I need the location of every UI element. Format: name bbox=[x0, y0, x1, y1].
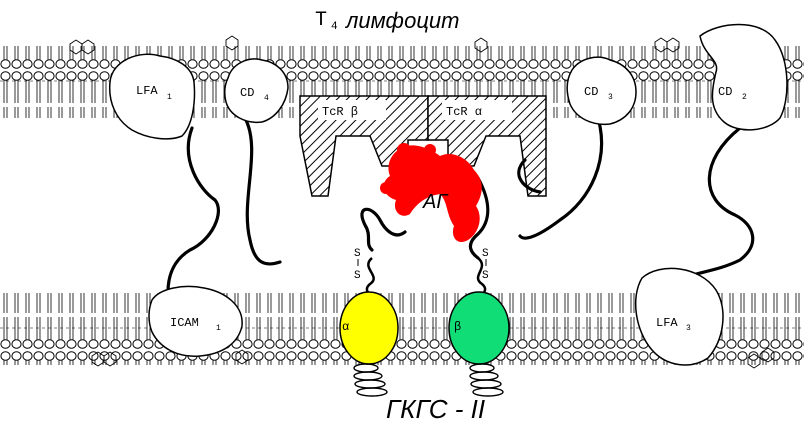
page-title: T 4 лимфоцит bbox=[315, 8, 459, 33]
tcr-alpha-chain bbox=[427, 95, 547, 197]
cd3-molecule: CD 3 bbox=[566, 56, 637, 126]
mhc-beta-label: β bbox=[454, 320, 461, 334]
cd4-molecule: CD 4 bbox=[223, 58, 289, 124]
lfa1-molecule: LFA 1 bbox=[108, 53, 196, 140]
antigen-peptide bbox=[380, 143, 482, 243]
lfa1-label: LFA bbox=[136, 84, 158, 98]
tcr-alpha-label: TcR α bbox=[446, 105, 482, 119]
cd3-label: CD bbox=[584, 85, 598, 99]
tcr-beta-label: TcR β bbox=[322, 105, 358, 119]
lfa3-label: LFA bbox=[656, 316, 678, 330]
cd2-molecule: CD 2 bbox=[699, 23, 788, 131]
tcr-complex: TcR β TcR α bbox=[299, 95, 547, 197]
icam1-label: ICAM bbox=[170, 316, 199, 330]
title-text: лимфоцит bbox=[344, 8, 459, 33]
antigen-label: АГ bbox=[422, 191, 449, 213]
mhc-ii-label: ГКГС - II bbox=[386, 394, 485, 424]
cd4-sub: 4 bbox=[264, 94, 269, 103]
lfa3-molecule: LFA 3 bbox=[634, 267, 724, 366]
icam1-sub: 1 bbox=[216, 324, 221, 333]
mhc-transmembrane-coils bbox=[353, 363, 504, 397]
disulfide-right-s1: S bbox=[482, 248, 489, 260]
cd2-sub: 2 bbox=[742, 93, 747, 102]
icam1-molecule: ICAM 1 bbox=[148, 285, 243, 357]
disulfide-left-s1: S bbox=[354, 248, 361, 260]
lfa1-sub: 1 bbox=[167, 93, 172, 102]
cd2-label: CD bbox=[718, 85, 732, 99]
mhc-ii-molecule: S S S S α β bbox=[339, 248, 510, 397]
cd3-sub: 3 bbox=[608, 93, 613, 102]
cd4-label: CD bbox=[240, 86, 254, 100]
title-t: T bbox=[315, 9, 327, 32]
disulfide-left-s2: S bbox=[354, 270, 361, 282]
title-sub: 4 bbox=[331, 21, 338, 33]
mhc-alpha-label: α bbox=[342, 320, 349, 334]
molecule-stalks bbox=[166, 116, 755, 294]
lfa3-sub: 3 bbox=[686, 324, 691, 333]
disulfide-right-s2: S bbox=[482, 270, 489, 282]
